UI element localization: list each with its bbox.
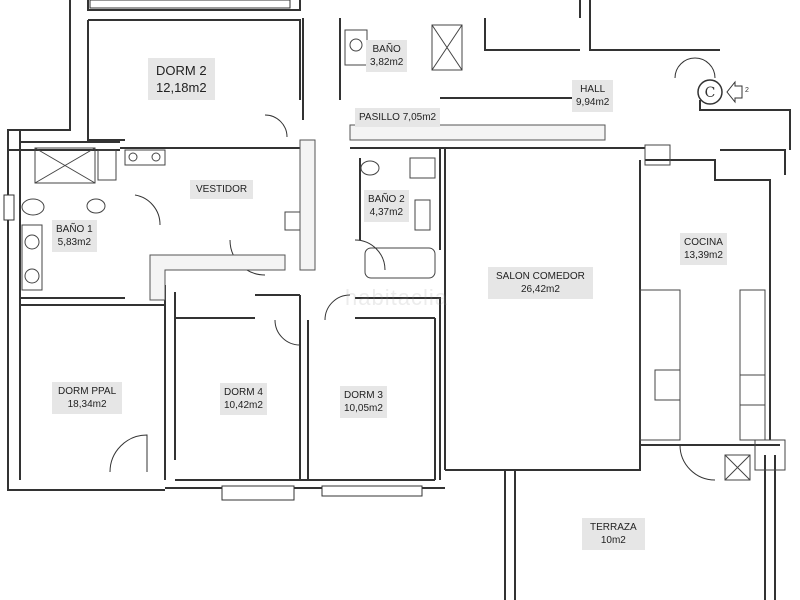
svg-text:C: C [705, 85, 716, 101]
room-area: 10m2 [600, 535, 626, 546]
room-name: SALON COMEDOR [496, 271, 585, 282]
room-name: VESTIDOR [196, 184, 248, 195]
ducts [149, 124, 606, 301]
svg-text:2: 2 [745, 87, 749, 94]
room-area: 3,82m2 [370, 57, 404, 68]
room-label-cocina: COCINA 13,39m2 [680, 233, 727, 265]
room-name: BAÑO 2 [368, 194, 405, 205]
room-name: DORM 3 [344, 390, 383, 401]
room-label-dorm2: DORM 2 12,18m2 [148, 58, 215, 100]
room-label-dormppal: DORM PPAL 18,34m2 [52, 382, 123, 414]
room-name: HALL [580, 84, 606, 95]
room-label-salon: SALON COMEDOR 26,42m2 [488, 267, 593, 299]
room-name: TERRAZA [590, 522, 637, 533]
room-label-terraza: TERRAZA 10m2 [582, 518, 645, 550]
watermark: habitaclia [345, 285, 448, 310]
room-label-dorm4: DORM 4 10,42m2 [220, 383, 267, 415]
room-area: 10,42m2 [224, 400, 263, 411]
room-area: 18,34m2 [67, 399, 107, 410]
sanitary-fixtures [21, 24, 786, 481]
room-label-dorm3: DORM 3 10,05m2 [340, 386, 387, 418]
room-label-hall: HALL 9,94m2 [572, 80, 614, 112]
entrance-marker: C 2 [697, 79, 749, 105]
room-name: DORM 2 [156, 63, 207, 78]
room-label-bano: BAÑO 3,82m2 [366, 40, 408, 72]
room-label-pasillo: PASILLO 7,05m2 [355, 108, 441, 127]
door-swings [109, 57, 716, 481]
room-label-bano1: BAÑO 1 5,83m2 [52, 220, 97, 252]
room-name: BAÑO 1 [56, 224, 93, 235]
room-area: 10,05m2 [344, 403, 383, 414]
room-name: DORM PPAL [58, 386, 117, 397]
room-area: 12,18m2 [156, 80, 207, 95]
room-name: PASILLO 7,05m2 [359, 112, 437, 123]
room-area: 9,94m2 [576, 97, 610, 108]
room-name: COCINA [684, 237, 723, 248]
room-area: 4,37m2 [369, 207, 404, 218]
room-name: DORM 4 [224, 387, 263, 398]
windows [3, 0, 423, 501]
room-label-bano2: BAÑO 2 4,37m2 [364, 190, 409, 222]
room-area: 26,42m2 [520, 284, 560, 295]
room-area: 5,83m2 [57, 237, 92, 248]
room-label-vestidor: VESTIDOR [190, 180, 254, 199]
room-name: BAÑO [372, 44, 401, 55]
room-area: 13,39m2 [684, 250, 723, 261]
